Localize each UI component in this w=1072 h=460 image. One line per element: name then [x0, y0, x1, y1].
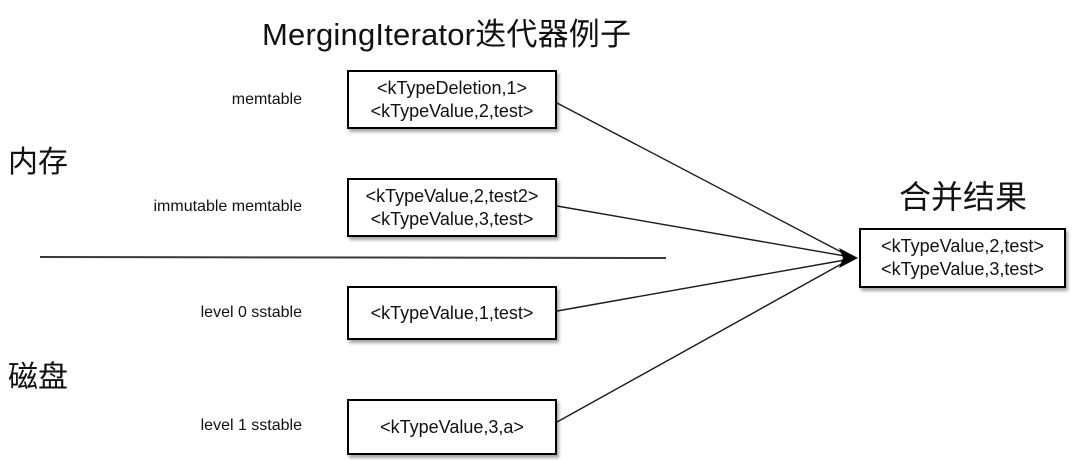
- memtable-entry-1: <kTypeDeletion,1>: [376, 77, 528, 98]
- immutable-memtable-entry-1: <kTypeValue,2,test2>: [365, 185, 539, 206]
- memory-disk-divider-line: [39, 256, 667, 259]
- memory-section-label: 内存: [8, 146, 68, 179]
- arrow-line-level1-to-result: [556, 261, 846, 423]
- arrow-line-level0-to-result: [556, 259, 846, 312]
- label-memtable: memtable: [231, 91, 302, 108]
- immutable-memtable-entry-2: <kTypeValue,3,test>: [370, 208, 534, 229]
- merge-result-entry-2: <kTypeValue,3,test>: [881, 259, 1044, 279]
- merge-result-title: 合并结果: [898, 179, 1028, 215]
- memtable-box: <kTypeDeletion,1> <kTypeValue,2,test>: [347, 70, 557, 129]
- arrow-line-immutable-to-result: [556, 205, 846, 257]
- arrow-line-memtable-to-result: [556, 102, 846, 255]
- level1-sstable-box: <kTypeValue,3,a>: [347, 399, 557, 455]
- merge-result-entry-1: <kTypeValue,2,test>: [881, 236, 1044, 256]
- label-level1-sstable: level 1 sstable: [200, 417, 302, 434]
- merge-result-box: <kTypeValue,2,test> <kTypeValue,3,test>: [859, 228, 1066, 288]
- diagram-title: MergingIterator迭代器例子: [262, 17, 632, 52]
- label-level0-sstable: level 0 sstable: [200, 304, 302, 321]
- disk-section-label: 磁盘: [8, 361, 68, 394]
- immutable-memtable-box: <kTypeValue,2,test2> <kTypeValue,3,test>: [347, 178, 557, 237]
- label-immutable-memtable: immutable memtable: [153, 198, 303, 215]
- level0-sstable-entry-1: <kTypeValue,1,test>: [370, 302, 534, 323]
- merge-arrowhead-icon: [839, 248, 858, 268]
- level1-sstable-entry-1: <kTypeValue,3,a>: [380, 416, 524, 437]
- memtable-entry-2: <kTypeValue,2,test>: [370, 100, 534, 121]
- level0-sstable-box: <kTypeValue,1,test>: [347, 286, 557, 340]
